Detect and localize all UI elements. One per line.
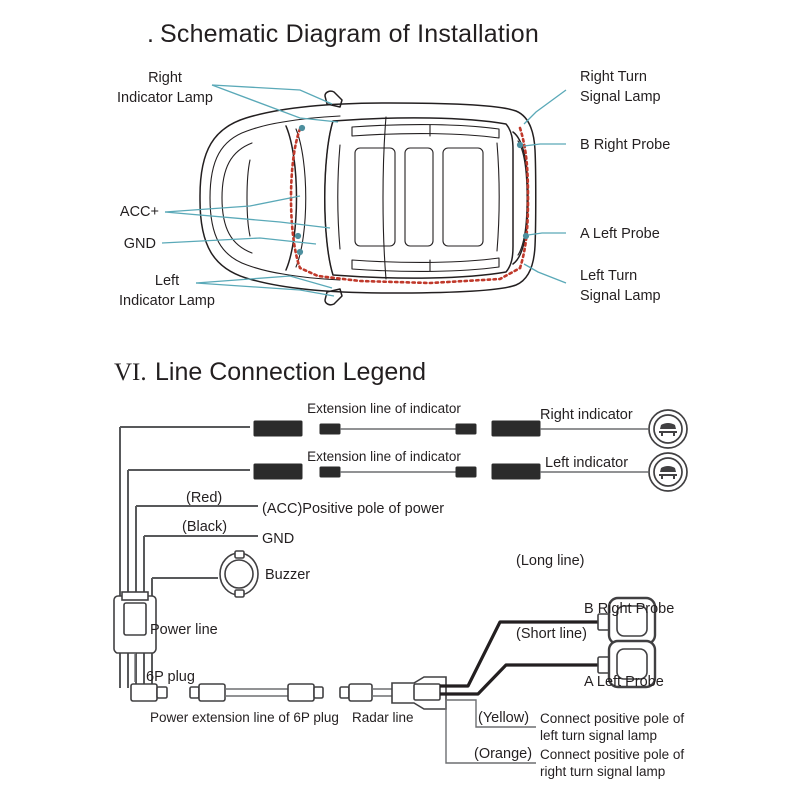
power-line-connector xyxy=(113,591,157,682)
label-radar-line: Radar line xyxy=(352,710,414,725)
label-long-line: (Long line) xyxy=(516,553,585,569)
label-right-turn-signal-line1: Right Turn xyxy=(580,69,647,85)
plug-connector-icon-a xyxy=(130,683,168,702)
label-b-right-probe-legend: B Right Probe xyxy=(584,601,674,617)
label-acc-plus: ACC+ xyxy=(120,204,159,220)
section1-title-prefix: . xyxy=(147,20,154,48)
probe-sensor-icon-a xyxy=(597,639,657,689)
section2-title: Line Connection Legend xyxy=(155,358,426,386)
label-left-indicator-lamp-line2: Indicator Lamp xyxy=(119,293,215,309)
car-top-view-diagram xyxy=(199,90,537,306)
label-extension-line-top: Extension line of indicator xyxy=(307,401,461,416)
indicator-row-right: Extension line of indicator Right indica… xyxy=(253,401,688,449)
label-buzzer: Buzzer xyxy=(265,567,310,583)
indicator-row-left: Extension line of indicator Left indicat… xyxy=(253,449,688,492)
label-left-turn-signal-line1: Left Turn xyxy=(580,268,637,284)
label-a-left-probe: A Left Probe xyxy=(580,226,660,242)
label-right-indicator: Right indicator xyxy=(540,407,633,423)
label-right-indicator-lamp-line2: Indicator Lamp xyxy=(117,90,213,106)
car-front-lamp-icon-2 xyxy=(648,452,688,492)
probe-markers xyxy=(294,124,530,256)
label-b-right-probe: B Right Probe xyxy=(580,137,670,153)
turn-signal-branch-wires xyxy=(445,699,536,764)
label-red-wire: (Red) xyxy=(186,490,222,506)
label-black-wire: (Black) xyxy=(182,519,227,535)
label-short-line: (Short line) xyxy=(516,626,587,642)
label-6p-plug: 6P plug xyxy=(146,669,195,685)
leader-lines xyxy=(161,84,567,297)
wiring-route-path xyxy=(289,126,530,285)
plug-connector-icon-b xyxy=(189,683,324,702)
label-gnd: GND xyxy=(124,236,156,252)
probe-branch-wires xyxy=(440,620,603,696)
label-right-indicator-lamp-line1: Right xyxy=(148,70,182,86)
label-acc-positive-pole: (ACC)Positive pole of power xyxy=(262,501,444,517)
label-power-extension-line: Power extension line of 6P plug xyxy=(150,710,339,725)
label-yellow-desc-line2: left turn signal lamp xyxy=(540,728,657,743)
section2-numeral: VI. xyxy=(114,359,147,386)
label-yellow-desc-line1: Connect positive pole of xyxy=(540,711,684,726)
label-orange-desc-line1: Connect positive pole of xyxy=(540,747,684,762)
label-power-line: Power line xyxy=(150,622,218,638)
buzzer-icon xyxy=(219,550,259,598)
label-yellow-wire: (Yellow) xyxy=(478,710,529,726)
label-left-indicator: Left indicator xyxy=(545,455,628,471)
label-gnd-legend: GND xyxy=(262,531,294,547)
label-left-turn-signal-line2: Signal Lamp xyxy=(580,288,661,304)
label-right-turn-signal-line2: Signal Lamp xyxy=(580,89,661,105)
label-left-indicator-lamp-line1: Left xyxy=(155,273,179,289)
section1-title: Schematic Diagram of Installation xyxy=(160,20,539,48)
label-extension-line-bottom: Extension line of indicator xyxy=(307,449,461,464)
radar-line-connector xyxy=(339,676,447,710)
label-orange-desc-line2: right turn signal lamp xyxy=(540,764,665,779)
label-a-left-probe-legend: A Left Probe xyxy=(584,674,664,690)
car-front-lamp-icon xyxy=(648,409,688,449)
label-orange-wire: (Orange) xyxy=(474,746,532,762)
probe-sensor-icon-b xyxy=(597,596,657,646)
